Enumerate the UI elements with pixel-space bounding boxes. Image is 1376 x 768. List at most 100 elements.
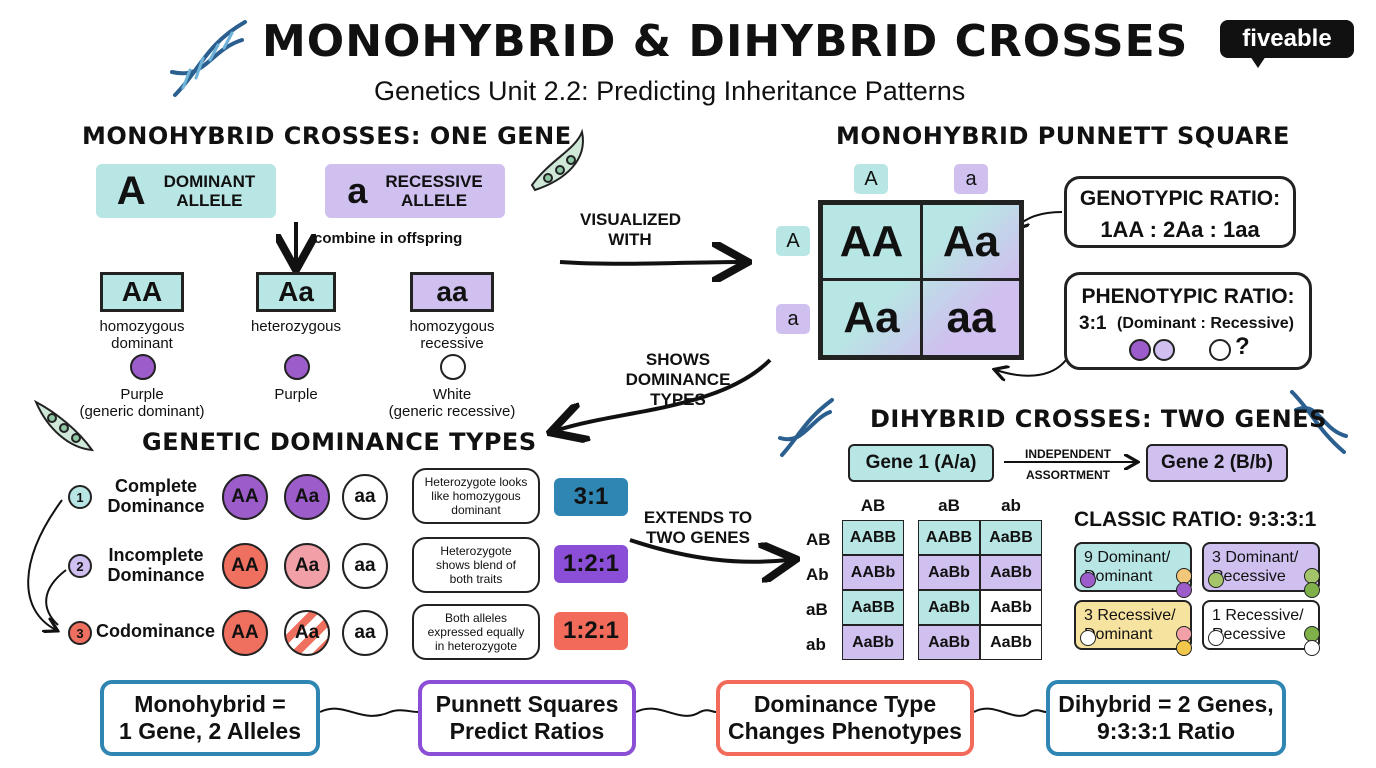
dihybrid-cell: AaBb bbox=[918, 590, 980, 625]
combine-label: combine in offspring bbox=[314, 230, 463, 247]
dihybrid-cell: AABB bbox=[918, 520, 980, 555]
white-dot-icon bbox=[1209, 339, 1231, 361]
ratio-class-label: 3 Dominant/ Recessive bbox=[1212, 549, 1299, 585]
punnett-grid: AA Aa Aa aa bbox=[818, 200, 1024, 360]
phenotype-label: Purple (generic dominant) bbox=[79, 386, 205, 420]
summary-card-dominance: Dominance Type Changes Phenotypes bbox=[716, 680, 974, 756]
ratio-badge: 1:2:1 bbox=[554, 612, 628, 650]
phenotypic-ratio-title: PHENOTYPIC RATIO: bbox=[1081, 285, 1295, 308]
dihybrid-row-header: ab bbox=[806, 635, 826, 654]
dominance-note: Heterozygote looks like homozygous domin… bbox=[412, 468, 540, 524]
summary-card-dihybrid: Dihybrid = 2 Genes, 9:3:3:1 Ratio bbox=[1046, 680, 1286, 756]
dominance-name: Codominance bbox=[96, 621, 216, 641]
dihybrid-cell: AaBb bbox=[842, 625, 904, 660]
dihybrid-cell: AaBb bbox=[980, 590, 1042, 625]
phenotype-label: White (generic recessive) bbox=[388, 386, 516, 420]
ratio-class-label: 9 Dominant/ Dominant bbox=[1084, 549, 1171, 585]
genotype-Aa: Aa bbox=[256, 272, 336, 312]
dna-icon bbox=[778, 390, 1348, 457]
ratio-class-card: 3 Dominant/ Recessive bbox=[1202, 542, 1320, 598]
ratio-badge: 3:1 bbox=[554, 478, 628, 516]
visualized-label: VISUALIZED WITH bbox=[580, 210, 682, 249]
ratio-class-card: 1 Recessive/ Recessive bbox=[1202, 600, 1320, 656]
number-badge: 2 bbox=[68, 554, 92, 578]
dihybrid-cell: AaBb bbox=[980, 555, 1042, 590]
dihybrid-cell: AABB bbox=[842, 520, 904, 555]
dominance-name: Incomplete Dominance bbox=[107, 545, 205, 585]
phenotypic-ratio-value: 3:1 bbox=[1079, 313, 1107, 334]
genotype-circle: Aa bbox=[284, 610, 330, 656]
genotype-circle: aa bbox=[342, 474, 388, 520]
genotype-type: heterozygous bbox=[250, 318, 342, 335]
page-title: MONOHYBRID & DIHYBRID CROSSES bbox=[262, 16, 1189, 67]
extends-label: EXTENDS TO TWO GENES bbox=[643, 508, 753, 547]
dihybrid-col-header: ab bbox=[1001, 496, 1021, 515]
classic-ratio-title: CLASSIC RATIO: 9:3:3:1 bbox=[1074, 508, 1317, 531]
punnett-col-header: A bbox=[854, 164, 888, 194]
dihybrid-row-header: AB bbox=[806, 530, 831, 549]
dihybrid-cell: AaBb bbox=[918, 555, 980, 590]
genotypic-ratio-title: GENOTYPIC RATIO: bbox=[1079, 187, 1281, 210]
dominant-allele-label: DOMINANT ALLELE bbox=[163, 172, 256, 210]
genotype-type: homozygous recessive bbox=[409, 318, 495, 352]
ratio-class-label: 3 Recessive/ Dominant bbox=[1084, 607, 1176, 643]
ratio-badge: 1:2:1 bbox=[554, 545, 628, 583]
dominant-allele-card: A DOMINANT ALLELE bbox=[96, 164, 276, 218]
dihybrid-row-header: aB bbox=[806, 600, 828, 619]
lavender-dot-icon bbox=[1153, 339, 1175, 361]
ratio-class-card: 9 Dominant/ Dominant bbox=[1074, 542, 1192, 598]
dihybrid-cell: AaBB bbox=[980, 520, 1042, 555]
page-subtitle: Genetics Unit 2.2: Predicting Inheritanc… bbox=[374, 76, 966, 106]
genotype-circle: AA bbox=[222, 610, 268, 656]
purple-phenotype-dot bbox=[130, 354, 156, 380]
ratio-class-card: 3 Recessive/ Dominant bbox=[1074, 600, 1192, 656]
purple-phenotype-dot bbox=[284, 354, 310, 380]
monohybrid-heading: MONOHYBRID CROSSES: ONE GENE bbox=[82, 122, 572, 150]
punnett-row-header: a bbox=[776, 304, 810, 334]
summary-card-monohybrid: Monohybrid = 1 Gene, 2 Alleles bbox=[100, 680, 320, 756]
summary-card-punnett: Punnett Squares Predict Ratios bbox=[418, 680, 636, 756]
independent-assortment-label: INDEPENDENT ASSORTMENT bbox=[1024, 447, 1111, 482]
ratio-class-label: 1 Recessive/ Recessive bbox=[1212, 607, 1304, 643]
white-phenotype-dot bbox=[440, 354, 466, 380]
pea-pod-icon bbox=[530, 128, 584, 192]
dihybrid-col-header: aB bbox=[938, 496, 960, 515]
number-badge: 3 bbox=[68, 621, 92, 645]
genotype-circle: Aa bbox=[284, 543, 330, 589]
genotype-type: homozygous dominant bbox=[99, 318, 185, 352]
number-badge: 1 bbox=[68, 485, 92, 509]
genotype-aa: aa bbox=[410, 272, 494, 312]
dihybrid-cell: AaBB bbox=[842, 590, 904, 625]
genotype-AA: AA bbox=[100, 272, 184, 312]
gene2-box: Gene 2 (B/b) bbox=[1146, 444, 1288, 482]
dihybrid-row-header: Ab bbox=[806, 565, 829, 584]
dihybrid-cell: AABb bbox=[842, 555, 904, 590]
genotypic-ratio-value: 1AA : 2Aa : 1aa bbox=[1100, 217, 1260, 242]
dihybrid-heading: DIHYBRID CROSSES: TWO GENES bbox=[870, 405, 1327, 433]
dominance-note: Both alleles expressed equally in hetero… bbox=[412, 604, 540, 660]
genotype-circle: AA bbox=[222, 474, 268, 520]
punnett-cell: Aa bbox=[821, 279, 922, 357]
fiveable-logo: fiveable bbox=[1220, 20, 1354, 58]
dominant-allele-letter: A bbox=[116, 168, 146, 213]
dihybrid-col-header: AB bbox=[860, 496, 886, 515]
pea-pod-icon bbox=[33, 399, 95, 452]
dominance-heading: GENETIC DOMINANCE TYPES bbox=[142, 428, 537, 456]
shows-dominance-arrow bbox=[558, 358, 772, 430]
dominance-note: Heterozygote shows blend of both traits bbox=[412, 537, 540, 593]
recessive-allele-card: a RECESSIVE ALLELE bbox=[325, 164, 505, 218]
punnett-row-header: A bbox=[776, 226, 810, 256]
punnett-cell: Aa bbox=[921, 203, 1021, 280]
punnett-col-header: a bbox=[954, 164, 988, 194]
genotypic-ratio-box: GENOTYPIC RATIO: 1AA : 2Aa : 1aa bbox=[1064, 176, 1296, 248]
dihybrid-cell: AaBb bbox=[918, 625, 980, 660]
phenotypic-ratio-box: PHENOTYPIC RATIO: 3:1 (Dominant : Recess… bbox=[1064, 272, 1312, 370]
shows-dominance-label: SHOWS DOMINANCE TYPES bbox=[625, 350, 731, 409]
dihybrid-cell: AaBb bbox=[980, 625, 1042, 660]
dominance-name: Complete Dominance bbox=[107, 476, 205, 516]
genotype-circle: Aa bbox=[284, 474, 330, 520]
extends-arrow bbox=[629, 538, 788, 562]
genotype-circle: AA bbox=[222, 543, 268, 589]
gene1-box: Gene 1 (A/a) bbox=[848, 444, 994, 482]
